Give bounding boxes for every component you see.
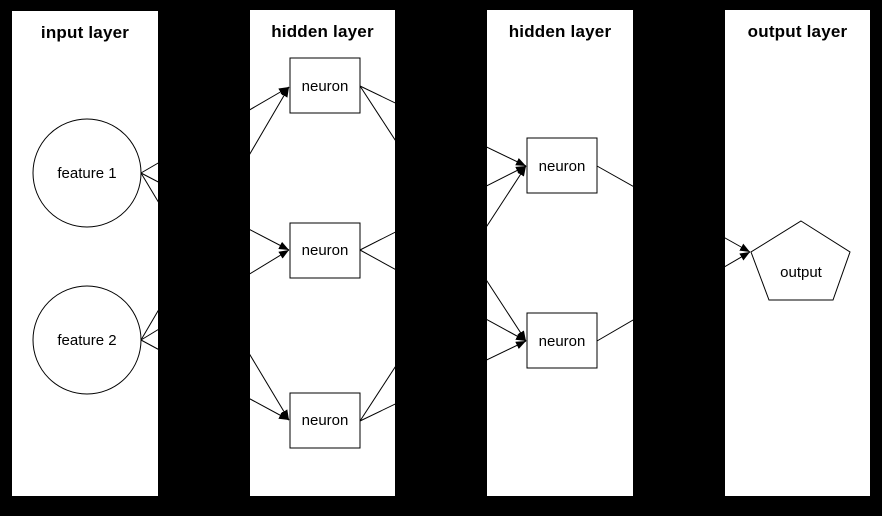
node-hidden1-neuron-2 [289, 222, 361, 279]
edge-feature2-h1n1 [140, 86, 290, 341]
panel-title-input-layer: input layer [40, 23, 130, 42]
node-hidden1-neuron-2-label: neuron [302, 242, 349, 259]
edge-h2n1-out1 [596, 165, 751, 253]
node-hidden2-neuron-1 [526, 137, 598, 194]
node-hidden2-neuron-1-label: neuron [539, 158, 586, 175]
panel-title-hidden-layer-2: hidden layer [508, 22, 612, 41]
panel-title-output-layer: output layer [747, 22, 848, 41]
panel-title-hidden-layer-1: hidden layer [271, 22, 374, 41]
edge-h2n2-out1 [596, 251, 751, 342]
node-hidden1-neuron-3-label: neuron [302, 412, 349, 429]
nodes-group: feature 1 feature 2 neuron neuron neuron… [32, 57, 851, 449]
node-hidden1-neuron-3 [289, 392, 361, 449]
edge-h1n3-h2n2 [359, 340, 527, 422]
edge-h1n3-h2n1 [359, 165, 527, 422]
node-output-label: output [780, 264, 823, 281]
node-feature-2 [32, 285, 142, 395]
edge-feature2-h1n2 [140, 249, 290, 341]
node-output [750, 220, 851, 301]
edge-feature2-h1n3 [140, 339, 290, 421]
node-hidden1-neuron-1 [289, 57, 361, 114]
edges-group [140, 85, 751, 422]
node-feature-1-label: feature 1 [57, 165, 116, 182]
edge-feature1-h1n3 [140, 172, 290, 421]
edge-h1n1-h2n1 [359, 85, 527, 167]
node-feature-1 [32, 118, 142, 228]
edge-feature1-h1n1 [140, 86, 290, 174]
panel-hidden-layer-2: hidden layer [487, 10, 633, 496]
node-hidden2-neuron-2-label: neuron [539, 333, 586, 350]
edge-h1n1-h2n2 [359, 85, 527, 342]
edge-feature1-h1n2 [140, 172, 290, 251]
node-hidden2-neuron-2 [526, 312, 598, 369]
edge-h1n2-h2n2 [359, 249, 527, 342]
edge-h1n2-h2n1 [359, 165, 527, 251]
node-hidden1-neuron-1-label: neuron [302, 78, 349, 95]
node-feature-2-label: feature 2 [57, 332, 116, 349]
panel-input-layer: input layer [12, 11, 158, 496]
